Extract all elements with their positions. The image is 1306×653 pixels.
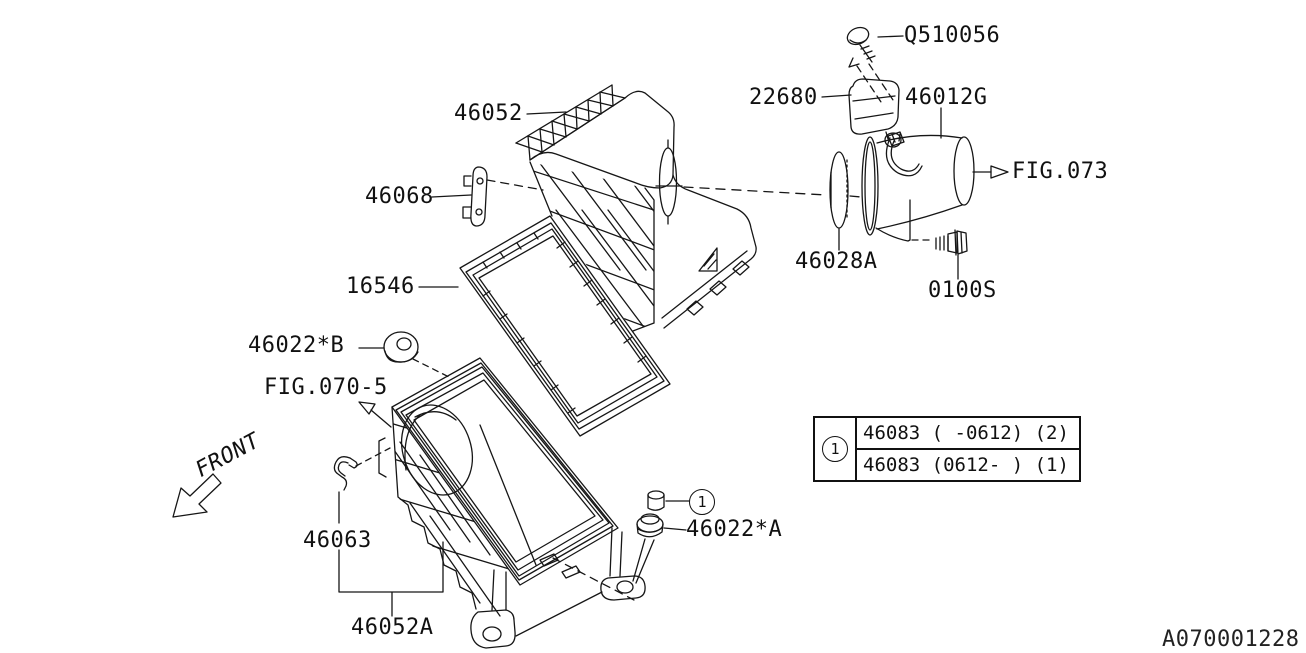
ref-table-key-cell: 1	[815, 418, 857, 480]
grommet-b-drawing	[358, 331, 450, 378]
drawing-number: A070001228	[1162, 627, 1300, 652]
screw-drawing	[846, 26, 904, 106]
part-label-46068[interactable]: 46068	[365, 184, 434, 209]
fig070-5-arrow	[358, 401, 392, 428]
hook-drawing	[333, 447, 444, 617]
grommet-a-drawing	[632, 513, 687, 584]
gasket-drawing	[829, 151, 849, 251]
part-label-q510056[interactable]: Q510056	[904, 23, 1001, 48]
part-label-46052[interactable]: 46052	[454, 101, 523, 126]
part-label-46022b[interactable]: 46022*B	[248, 333, 345, 358]
part-label-46028a[interactable]: 46028A	[795, 249, 878, 274]
fig-ref-070-5[interactable]: FIG.070-5	[264, 375, 388, 400]
part-label-0100s[interactable]: 0100S	[928, 278, 997, 303]
lower-case-drawing	[378, 357, 646, 649]
part-label-46012g[interactable]: 46012G	[905, 85, 988, 110]
ref-table-row[interactable]: 46083 (0612- ) (1)	[863, 454, 1069, 476]
ref-table: 1 46083 ( -0612) (2) 46083 (0612- ) (1)	[813, 416, 1081, 482]
part-label-22680[interactable]: 22680	[749, 85, 818, 110]
sensor-drawing	[821, 78, 902, 148]
part-label-46022a[interactable]: 46022*A	[686, 517, 783, 542]
spacer-drawing	[647, 490, 690, 511]
part-label-16546[interactable]: 16546	[346, 274, 415, 299]
ref-table-row[interactable]: 46083 ( -0612) (2)	[857, 418, 1079, 450]
leader-lines	[418, 111, 567, 288]
air-filter-drawing	[459, 215, 671, 437]
part-label-46063[interactable]: 46063	[303, 528, 372, 553]
fig073-arrow	[972, 165, 1009, 179]
bracket-drawing	[431, 166, 544, 227]
upper-case-drawing	[515, 84, 862, 332]
bolt-drawing	[935, 229, 968, 280]
fig-ref-073[interactable]: FIG.073	[1012, 159, 1109, 184]
part-label-46052a[interactable]: 46052A	[351, 615, 434, 640]
duct-drawing	[861, 107, 975, 242]
ref-table-callout-1: 1	[822, 436, 848, 462]
clamp-drawing	[885, 131, 923, 177]
front-arrow-icon	[172, 473, 222, 518]
callout-1-badge[interactable]: 1	[689, 489, 715, 515]
